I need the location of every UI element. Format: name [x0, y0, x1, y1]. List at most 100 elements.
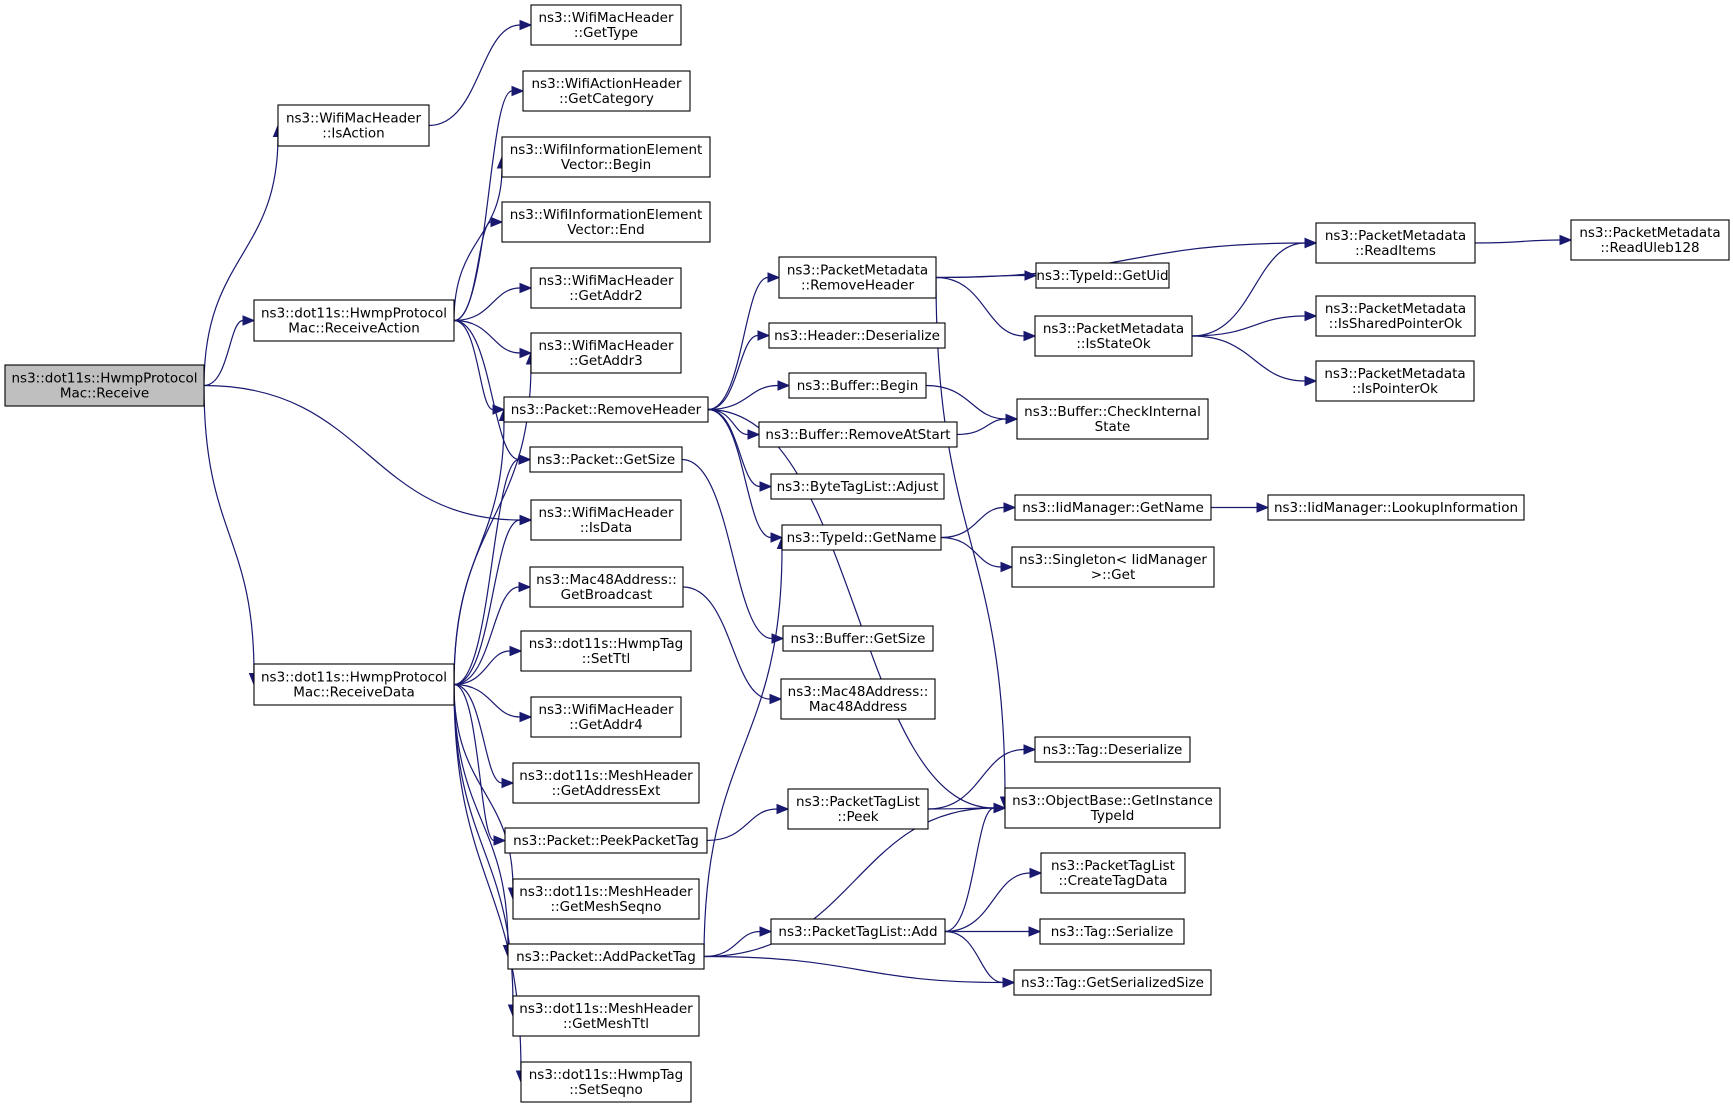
arrowhead — [242, 315, 256, 326]
edge-line — [706, 808, 778, 842]
node-pmremoveheader[interactable]: ns3::PacketMetadata::RemoveHeader — [778, 256, 937, 299]
node-tagdeserialize[interactable]: ns3::Tag::Deserialize — [1034, 736, 1191, 763]
node-iidgetname[interactable]: ns3::IidManager::GetName — [1014, 494, 1212, 521]
node-receivedata[interactable]: ns3::dot11s::HwmpProtocolMac::ReceiveDat… — [253, 663, 455, 706]
edge-line — [707, 276, 769, 411]
arrowhead — [757, 330, 771, 341]
node-tagserialize[interactable]: ns3::Tag::Serialize — [1039, 918, 1185, 945]
edge-line — [453, 519, 521, 686]
node-receiveaction[interactable]: ns3::dot11s::HwmpProtocolMac::ReceiveAct… — [253, 299, 455, 342]
node-typeidgetname[interactable]: ns3::TypeId::GetName — [781, 524, 942, 551]
node-removeatstart[interactable]: ns3::Buffer::RemoveAtStart — [758, 421, 958, 448]
node-getbroadcast[interactable]: ns3::Mac48Address::GetBroadcast — [529, 566, 684, 608]
node-setttl[interactable]: ns3::dot11s::HwmpTag::SetTtl — [520, 630, 692, 672]
node-box — [1315, 295, 1476, 337]
edge-removeheader-to-getinstancetypeid — [707, 408, 1007, 814]
edge-line — [1474, 239, 1561, 244]
node-isdata[interactable]: ns3::WifiMacHeader::IsData — [530, 499, 682, 541]
edge-typeidgetname-to-singletonget — [940, 536, 1014, 573]
node-readitems[interactable]: ns3::PacketMetadata::ReadItems — [1315, 222, 1476, 264]
node-label: ns3::IidManager::GetName — [1022, 500, 1204, 516]
arrowhead — [1024, 270, 1038, 281]
node-lookupinformation[interactable]: ns3::IidManager::LookupInformation — [1267, 494, 1525, 521]
edge-line — [453, 221, 492, 322]
arrowhead — [511, 85, 525, 97]
node-getaddr4[interactable]: ns3::WifiMacHeader::GetAddr4 — [530, 696, 682, 738]
node-getmeshseqno[interactable]: ns3::dot11s::MeshHeader::GetMeshSeqno — [512, 878, 700, 920]
node-box — [1039, 918, 1185, 945]
edge-line — [453, 319, 494, 411]
node-setseqno[interactable]: ns3::dot11s::HwmpTag::SetSeqno — [520, 1061, 692, 1103]
node-buffergetsize[interactable]: ns3::Buffer::GetSize — [782, 625, 934, 652]
edge-line — [203, 385, 255, 674]
node-getaddr2[interactable]: ns3::WifiMacHeader::GetAddr2 — [530, 267, 682, 309]
node-headerdeserialize[interactable]: ns3::Header::Deserialize — [768, 322, 946, 349]
node-isaction[interactable]: ns3::WifiMacHeader::IsAction — [277, 104, 430, 147]
node-issharedpointerok[interactable]: ns3::PacketMetadata::IsSharedPointerOk — [1315, 295, 1476, 337]
edge-addpackettag-to-getserializedsize — [703, 955, 1016, 988]
edge-receivedata-to-addpackettag — [453, 684, 514, 958]
node-box — [1315, 360, 1475, 402]
edge-line — [453, 167, 503, 321]
arrowhead — [1000, 561, 1014, 573]
arrowhead — [1002, 977, 1016, 988]
node-box — [522, 70, 691, 112]
node-bufferbegin[interactable]: ns3::Buffer::Begin — [788, 372, 927, 399]
edge-line — [707, 408, 772, 539]
node-createtagdata[interactable]: ns3::PacketTagList::CreateTagData — [1040, 852, 1186, 894]
arrowhead — [519, 347, 533, 359]
edge-line — [453, 684, 514, 1006]
node-box — [512, 995, 700, 1037]
node-box — [503, 396, 709, 423]
node-getaddr3[interactable]: ns3::WifiMacHeader::GetAddr3 — [530, 332, 682, 374]
node-box — [529, 446, 683, 473]
edge-line — [453, 458, 520, 686]
node-peekpackettag[interactable]: ns3::Packet::PeekPacketTag — [504, 827, 708, 854]
node-getuid[interactable]: ns3::TypeId::GetUid — [1035, 262, 1170, 289]
node-box — [780, 678, 936, 720]
node-getaddressext[interactable]: ns3::dot11s::MeshHeader::GetAddressExt — [512, 762, 700, 804]
edge-line — [956, 418, 1007, 436]
node-addpackettag[interactable]: ns3::Packet::AddPacketTag — [507, 943, 705, 970]
edge-line — [203, 384, 521, 521]
node-label: ns3::TypeId::GetUid — [1036, 268, 1168, 284]
node-isstateok[interactable]: ns3::PacketMetadata::IsStateOk — [1034, 315, 1193, 357]
node-label: ::GetAddressExt — [552, 783, 661, 799]
node-ptlpeek[interactable]: ns3::PacketTagList::Peek — [787, 788, 929, 830]
node-getmeshttl[interactable]: ns3::dot11s::MeshHeader::GetMeshTtl — [512, 995, 700, 1037]
node-gettype[interactable]: ns3::WifiMacHeader::GetType — [530, 4, 682, 46]
node-box — [501, 136, 711, 178]
node-box — [520, 630, 692, 672]
node-label: ns3::Packet::AddPacketTag — [516, 949, 696, 965]
node-mac48address[interactable]: ns3::Mac48Address::Mac48Address — [780, 678, 936, 720]
edge-removeheader-to-typeidgetname — [707, 408, 784, 543]
node-ptladd[interactable]: ns3::PacketTagList::Add — [770, 918, 946, 945]
node-packetgetsize[interactable]: ns3::Packet::GetSize — [529, 446, 683, 473]
node-ispointerok[interactable]: ns3::PacketMetadata::IsPointerOk — [1315, 360, 1475, 402]
edge-receiveaction-to-getaddr3 — [453, 319, 533, 359]
node-singletonget[interactable]: ns3::Singleton< IidManager>::Get — [1011, 546, 1215, 588]
edge-receive-to-receivedata — [203, 385, 260, 686]
node-box — [529, 566, 684, 608]
node-removeheader[interactable]: ns3::Packet::RemoveHeader — [503, 396, 709, 423]
node-label: Vector::End — [567, 222, 645, 238]
node-box — [253, 299, 455, 342]
node-label: ::GetAddr4 — [569, 717, 642, 733]
edge-peekpackettag-to-ptlpeek — [706, 803, 790, 842]
arrowhead — [769, 693, 783, 705]
node-getserializedsize[interactable]: ns3::Tag::GetSerializedSize — [1013, 969, 1212, 996]
edge-ptladd-to-getinstancetypeid — [944, 802, 1007, 933]
node-readuleb128[interactable]: ns3::PacketMetadata::ReadUleb128 — [1570, 219, 1730, 261]
node-label: ns3::Packet::RemoveHeader — [511, 402, 702, 418]
node-bytetagadjust[interactable]: ns3::ByteTagList::Adjust — [770, 473, 945, 500]
node-label: ns3::PacketMetadata — [787, 263, 928, 279]
node-getcategory[interactable]: ns3::WifiActionHeader::GetCategory — [522, 70, 691, 112]
edge-receivedata-to-getmeshseqno — [453, 684, 519, 901]
edge-line — [927, 748, 1025, 810]
edge-line — [682, 586, 771, 700]
